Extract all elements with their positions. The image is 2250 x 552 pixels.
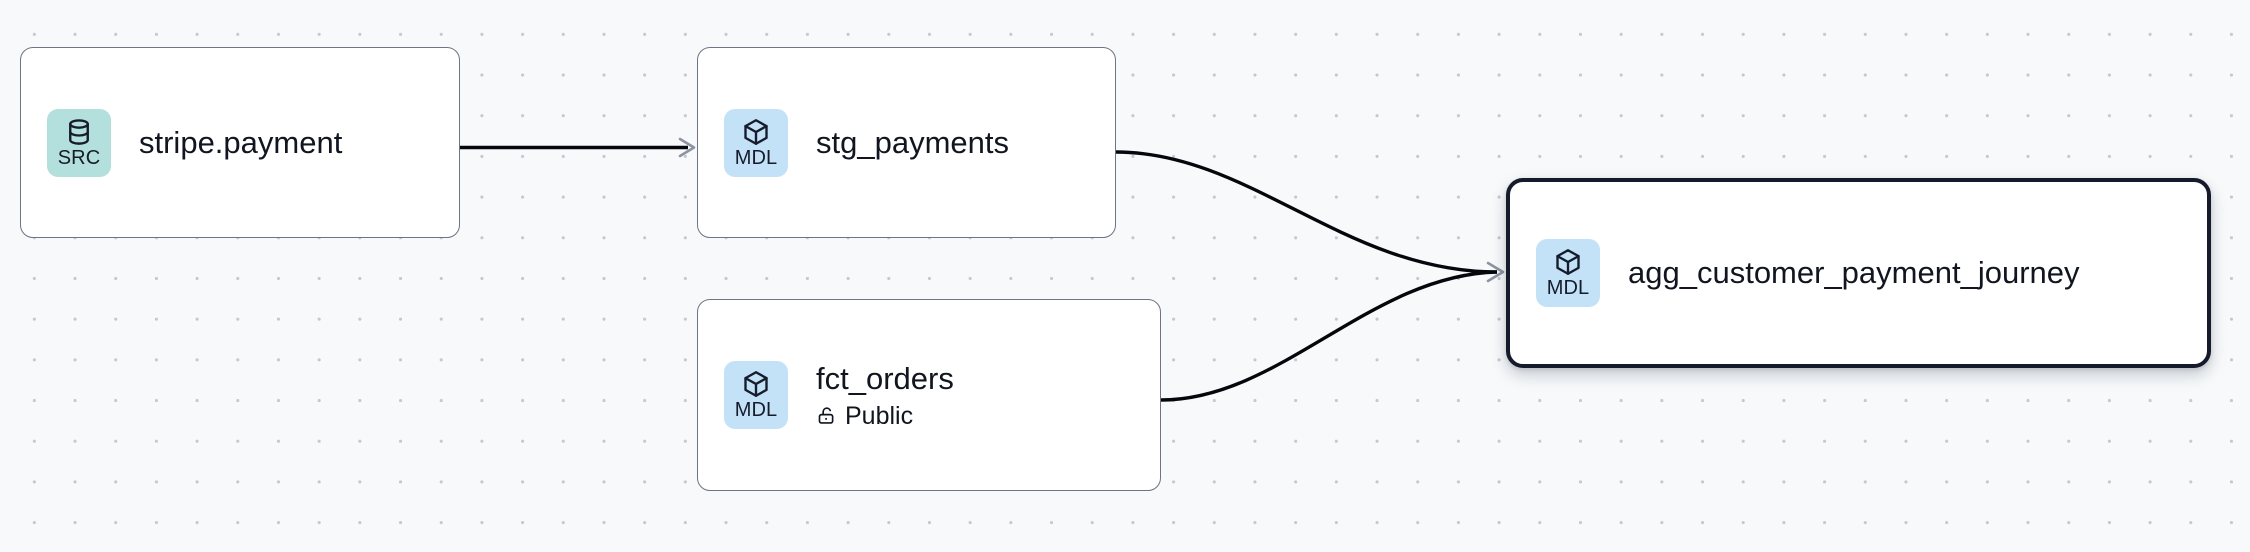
node-visibility-label: Public bbox=[845, 401, 914, 430]
node-type-badge-src: SRC bbox=[47, 108, 111, 177]
edge-fct-to-agg bbox=[1160, 261, 1505, 402]
node-visibility: Public bbox=[816, 402, 954, 430]
node-type-badge-mdl: MDL bbox=[1536, 239, 1600, 307]
node-title: agg_customer_payment_journey bbox=[1628, 255, 2080, 290]
cube-icon bbox=[1553, 247, 1583, 277]
node-type-code: MDL bbox=[734, 146, 778, 169]
node-type-code: SRC bbox=[57, 146, 101, 169]
unlock-icon bbox=[816, 405, 837, 426]
edge-stg-to-agg bbox=[1115, 150, 1498, 274]
lineage-node-fct-orders[interactable]: MDL fct_orders Public bbox=[697, 299, 1161, 491]
node-title: stripe.payment bbox=[139, 124, 343, 160]
database-icon bbox=[64, 117, 94, 147]
node-type-code: MDL bbox=[1546, 277, 1590, 299]
node-title: fct_orders bbox=[816, 360, 954, 396]
node-text-block: fct_orders Public bbox=[816, 361, 954, 430]
node-text-block: stripe.payment bbox=[139, 125, 342, 161]
lineage-node-stripe-payment[interactable]: SRC stripe.payment bbox=[20, 47, 460, 238]
node-type-badge-mdl: MDL bbox=[724, 108, 788, 177]
cube-icon bbox=[741, 369, 771, 399]
edge-stripe-to-stg bbox=[460, 137, 696, 158]
node-title: stg_payments bbox=[816, 124, 1009, 160]
node-type-code: MDL bbox=[734, 399, 778, 421]
node-text-block: agg_customer_payment_journey bbox=[1628, 255, 2080, 291]
node-text-block: stg_payments bbox=[816, 125, 1009, 161]
node-type-badge-mdl: MDL bbox=[724, 361, 788, 429]
lineage-node-stg-payments[interactable]: MDL stg_payments bbox=[697, 47, 1116, 238]
lineage-node-agg-customer-payment-journey[interactable]: MDL agg_customer_payment_journey bbox=[1506, 178, 2211, 368]
cube-icon bbox=[741, 117, 771, 147]
